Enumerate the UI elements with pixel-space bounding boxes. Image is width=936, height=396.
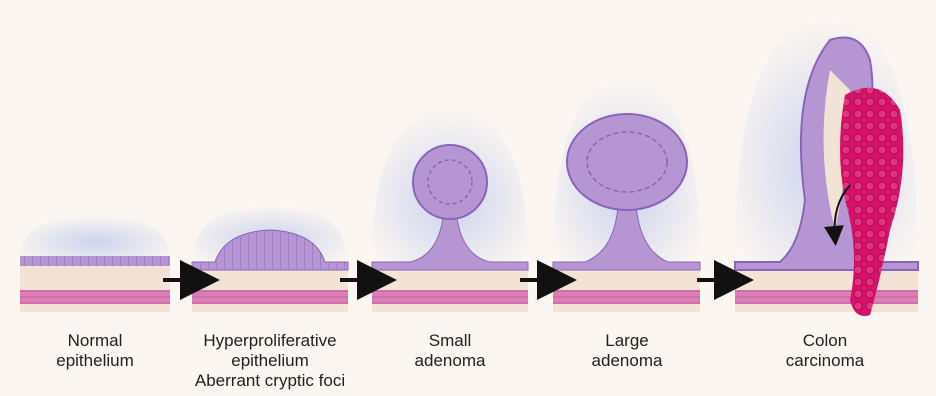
stage-large-muscle: [553, 290, 700, 304]
stage-normal-muscle: [20, 290, 170, 304]
stage-label-hyperproliferative: Hyperproliferative epithelium Aberrant c…: [180, 331, 360, 391]
stage-label-large-adenoma: Large adenoma: [572, 331, 682, 371]
stage-small-muscle: [372, 290, 528, 304]
stage-normal-epithelium: [20, 256, 170, 266]
stage-large-polyp-head: [567, 114, 687, 210]
stage-label-normal: Normal epithelium: [40, 331, 150, 371]
stage-carcinoma-muscle: [735, 290, 918, 304]
stage-carcinoma: [735, 18, 918, 316]
stage-label-carcinoma: Colon carcinoma: [770, 331, 880, 371]
stage-hyper-muscle: [192, 290, 348, 304]
stage-normal: [20, 215, 170, 312]
stage-small-adenoma: [372, 110, 528, 312]
stage-normal-halo: [20, 215, 170, 260]
stage-large-adenoma: [553, 80, 700, 312]
stage-normal-stroma: [20, 262, 170, 312]
stage-hyperproliferative: [192, 205, 348, 312]
stage-label-small-adenoma: Small adenoma: [395, 331, 505, 371]
stage-small-polyp-head: [413, 145, 487, 219]
